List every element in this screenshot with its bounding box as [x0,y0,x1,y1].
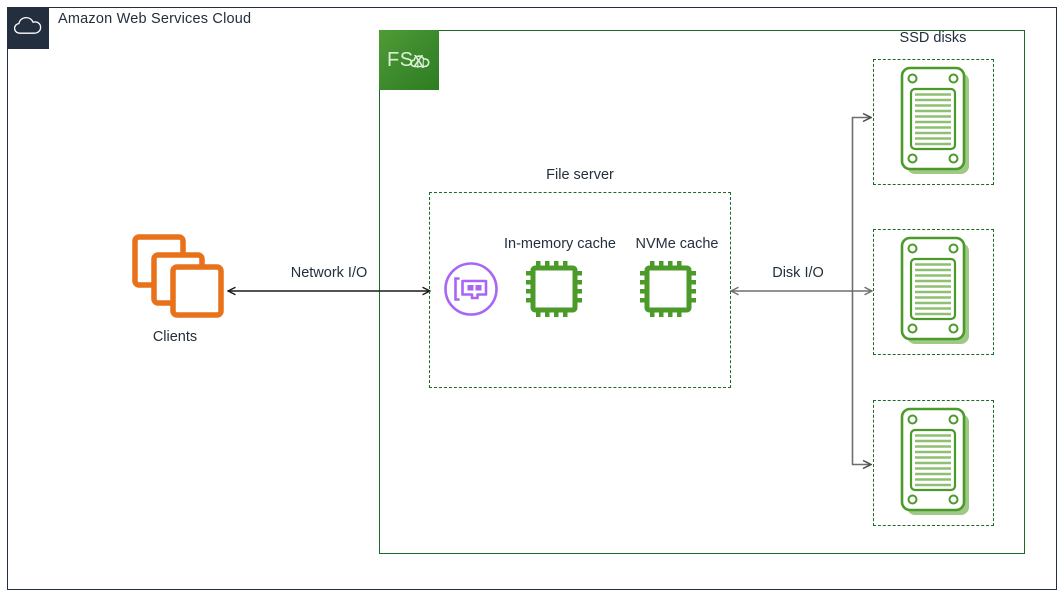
ssd-disk-1-icon [899,65,973,178]
aws-cloud-icon [13,15,43,42]
aws-cloud-title: Amazon Web Services Cloud [58,11,252,27]
network-interface-card-icon [443,261,499,317]
clients-icon [132,234,224,318]
ssd-disk-3-icon [899,406,973,519]
aws-cloud-badge [7,7,49,49]
fsx-service-badge: FSx N [379,30,439,90]
in-memory-cache-chip-icon [524,259,584,319]
ssd-disk-1-group [873,59,994,185]
file-server-label: File server [546,167,614,183]
network-io-label: Network I/O [290,265,368,281]
aws-cloud-boundary [7,7,1057,590]
ssd-disks-label: SSD disks [899,30,967,46]
file-server-group [429,192,731,388]
nvme-cache-label: NVMe cache [635,236,719,252]
ssd-disk-2-group [873,229,994,355]
svg-text:FSx: FSx [387,49,424,71]
clients-label: Clients [152,329,198,345]
disk-io-label: Disk I/O [772,265,824,281]
svg-text:N: N [416,59,424,71]
nvme-cache-chip-icon [638,259,698,319]
in-memory-cache-label: In-memory cache [503,236,616,252]
ssd-disk-2-icon [899,235,973,348]
fsx-netapp-ontap-icon: FSx N [387,49,430,71]
ssd-disk-3-group [873,400,994,526]
